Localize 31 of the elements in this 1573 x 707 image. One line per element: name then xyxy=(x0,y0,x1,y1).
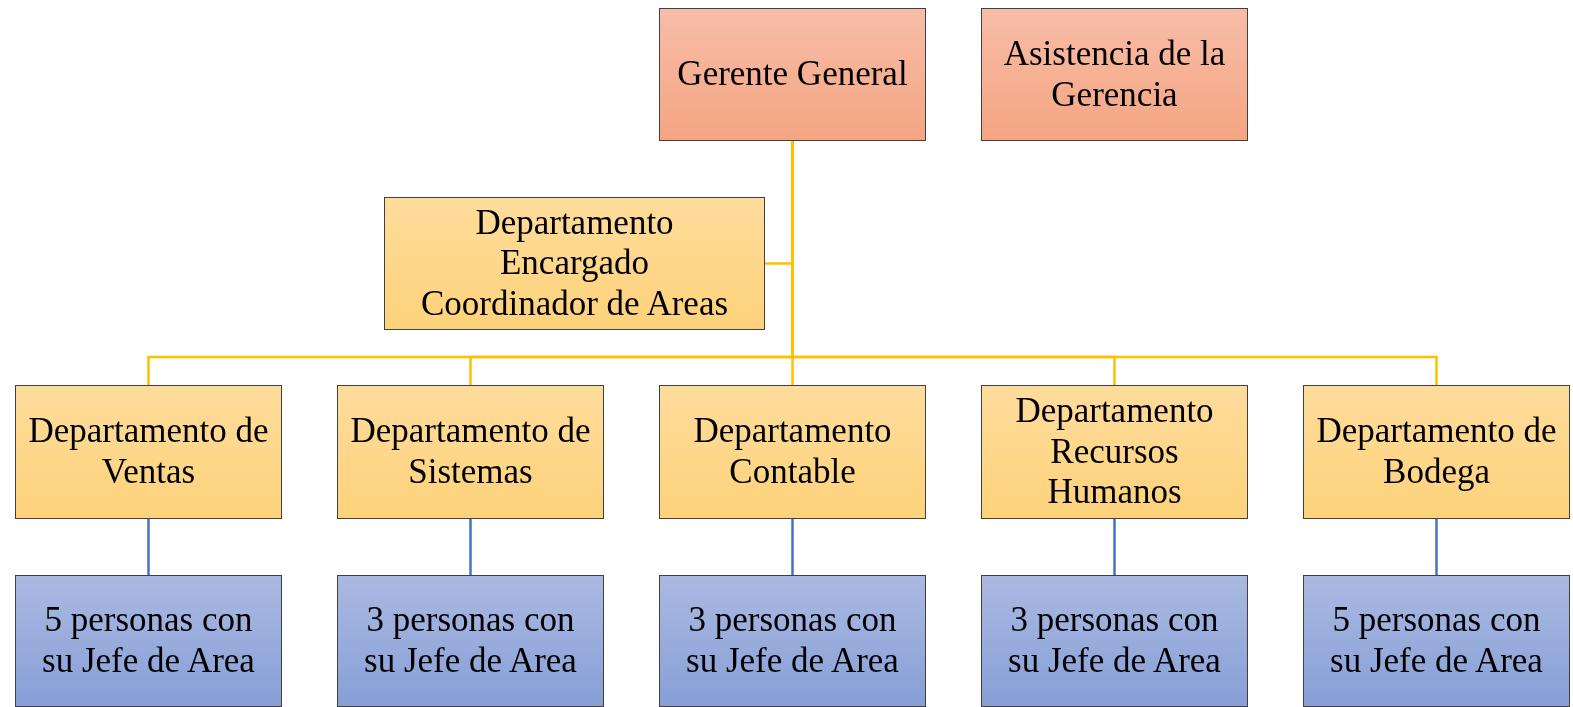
department-box xyxy=(1303,385,1570,519)
connector-line xyxy=(469,519,472,575)
box-label: Departamento Recursos Humanos xyxy=(1014,391,1215,513)
department-box xyxy=(337,385,604,519)
department-box xyxy=(659,385,926,519)
box-label: 3 personas con su Jefe de Area xyxy=(1007,600,1222,682)
staff-box xyxy=(1303,575,1570,707)
box-label: Gerente General xyxy=(677,54,908,95)
box-label: Departamento Encargado Coordinador de Areas xyxy=(419,202,730,325)
connector-line xyxy=(147,519,150,575)
box-label: 3 personas con su Jefe de Area xyxy=(363,600,578,682)
box-label: Asistencia de la Gerencia xyxy=(1002,33,1227,116)
connector-line xyxy=(791,519,794,575)
staff-box xyxy=(15,575,282,707)
box-label: Departamento de Bodega xyxy=(1315,411,1558,493)
box-label: Departamento Contable xyxy=(692,411,893,493)
box-label: 5 personas con su Jefe de Area xyxy=(41,600,256,682)
box-label: 5 personas con su Jefe de Area xyxy=(1329,600,1544,682)
staff-box xyxy=(659,575,926,707)
box-label: Departamento de Sistemas xyxy=(349,411,592,493)
department-box xyxy=(981,385,1248,519)
department-box xyxy=(384,197,765,330)
connector-line xyxy=(1435,519,1438,575)
staff-box xyxy=(337,575,604,707)
box-label: 3 personas con su Jefe de Area xyxy=(685,600,900,682)
connector-line xyxy=(1113,519,1116,575)
staff-box xyxy=(981,575,1248,707)
manager-box xyxy=(659,8,926,141)
box-label: Departamento de Ventas xyxy=(27,411,270,493)
department-box xyxy=(15,385,282,519)
manager-box xyxy=(981,8,1248,141)
